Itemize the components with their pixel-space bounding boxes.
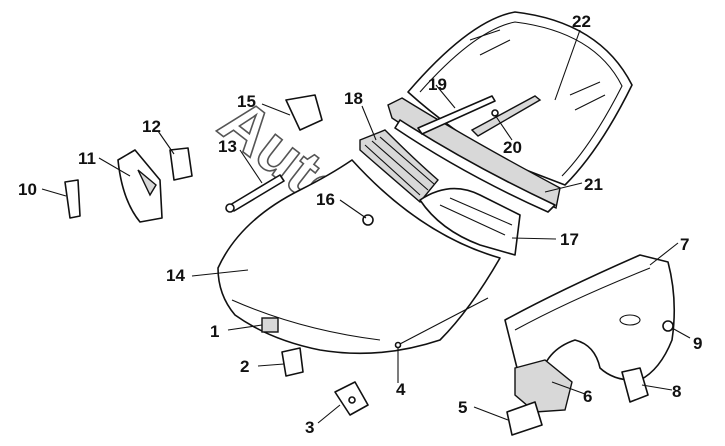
callout-12: 12 [142,117,161,136]
callout-7: 7 [680,235,689,254]
fender-part [504,254,676,382]
callout-2: 2 [240,357,249,376]
callout-21: 21 [584,175,603,194]
callout-1: 1 [210,322,219,341]
callout-4: 4 [396,380,406,399]
callout-16: 16 [316,190,335,209]
bracket-2-part [281,347,304,377]
callout-10: 10 [18,180,37,199]
callout-8: 8 [672,382,681,401]
callout-17: 17 [560,230,579,249]
callout-9: 9 [693,334,702,353]
leader-lines [41,29,691,424]
callout-13: 13 [218,137,237,156]
hood-hinge-part [285,94,323,131]
fender-bracket-part [621,367,649,403]
callout-15: 15 [237,92,256,111]
callout-22: 22 [572,12,591,31]
wiper-assembly-part [417,95,542,137]
windshield-part [407,11,633,186]
hinge-block-part [169,147,193,181]
callout-5: 5 [458,398,467,417]
gas-strut-part [225,174,285,213]
bracket-5-part [506,401,543,436]
heat-shield-part [117,149,163,223]
hood-prop-rod-part [394,297,489,349]
grille-part [359,129,439,203]
callout-11: 11 [78,149,96,168]
splash-shield-part [514,359,573,413]
callout-20: 20 [503,138,522,157]
hood-lock-part [334,381,369,416]
air-intake-part [419,187,521,256]
callout-6: 6 [583,387,592,406]
callout-19: 19 [428,75,447,94]
callout-14: 14 [166,266,185,285]
latch-pad-part [261,317,279,333]
clip-part [662,320,674,332]
callout-18: 18 [344,89,363,108]
callout-3: 3 [305,418,314,437]
washer-nozzle-part [64,179,81,219]
